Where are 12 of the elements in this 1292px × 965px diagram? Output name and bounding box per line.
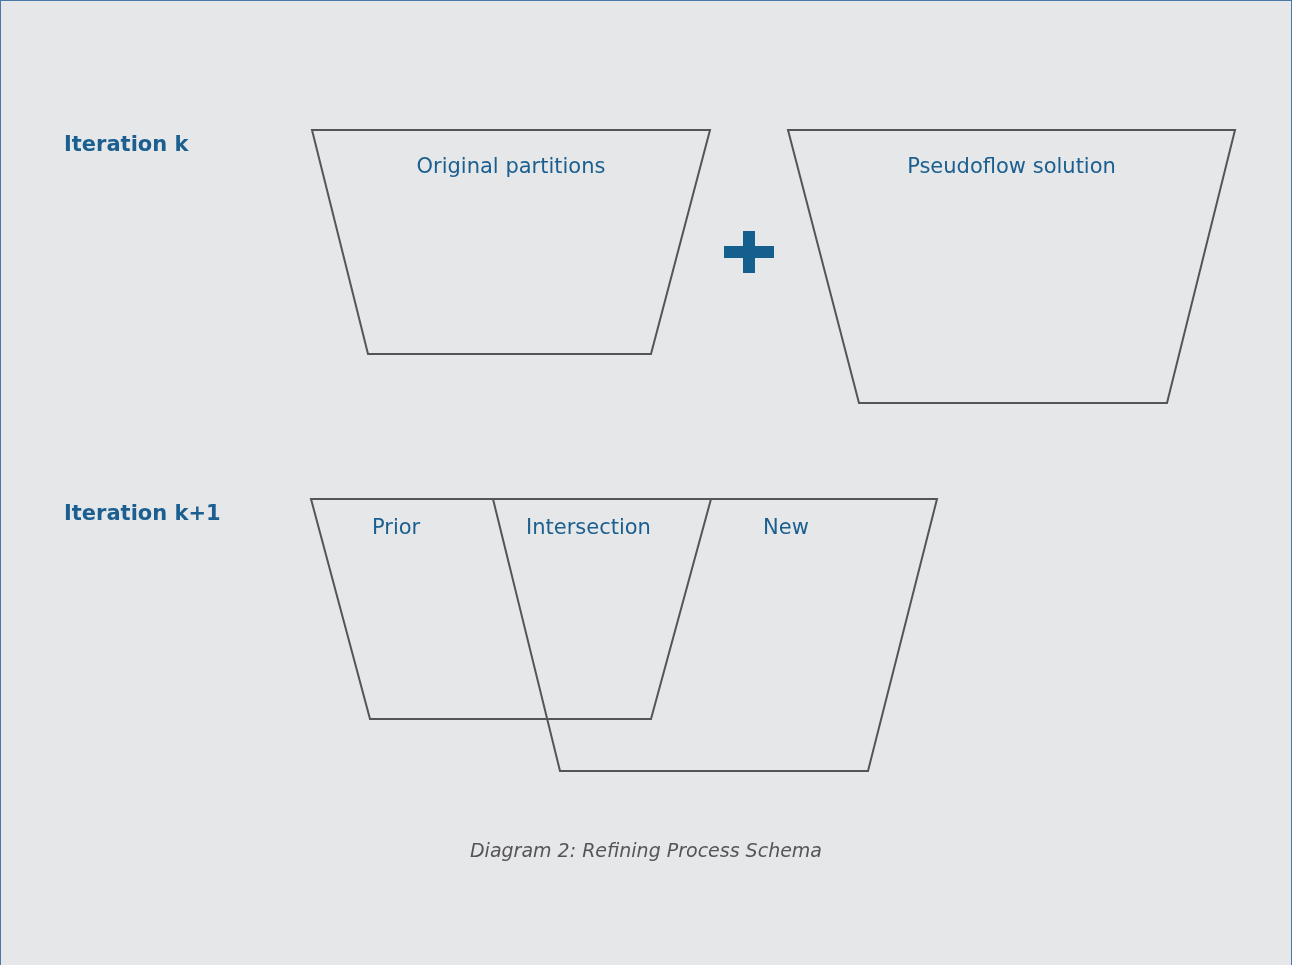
region-label: Intersection (526, 514, 651, 540)
region-label: Prior (372, 514, 421, 540)
trapezoid-shape (311, 499, 711, 719)
row-heading: Iteration k (64, 131, 189, 157)
shape-label: Pseudoflow solution (907, 154, 1116, 178)
trapezoid-shape (493, 499, 937, 771)
row-heading: Iteration k+1 (64, 500, 221, 526)
trapezoid-shape (312, 130, 710, 354)
shape-label: Original partitions (416, 154, 606, 178)
region-label: New (763, 514, 809, 540)
trapezoid-shape (788, 130, 1235, 403)
caption: Diagram 2: Refining Process Schema (470, 839, 822, 861)
